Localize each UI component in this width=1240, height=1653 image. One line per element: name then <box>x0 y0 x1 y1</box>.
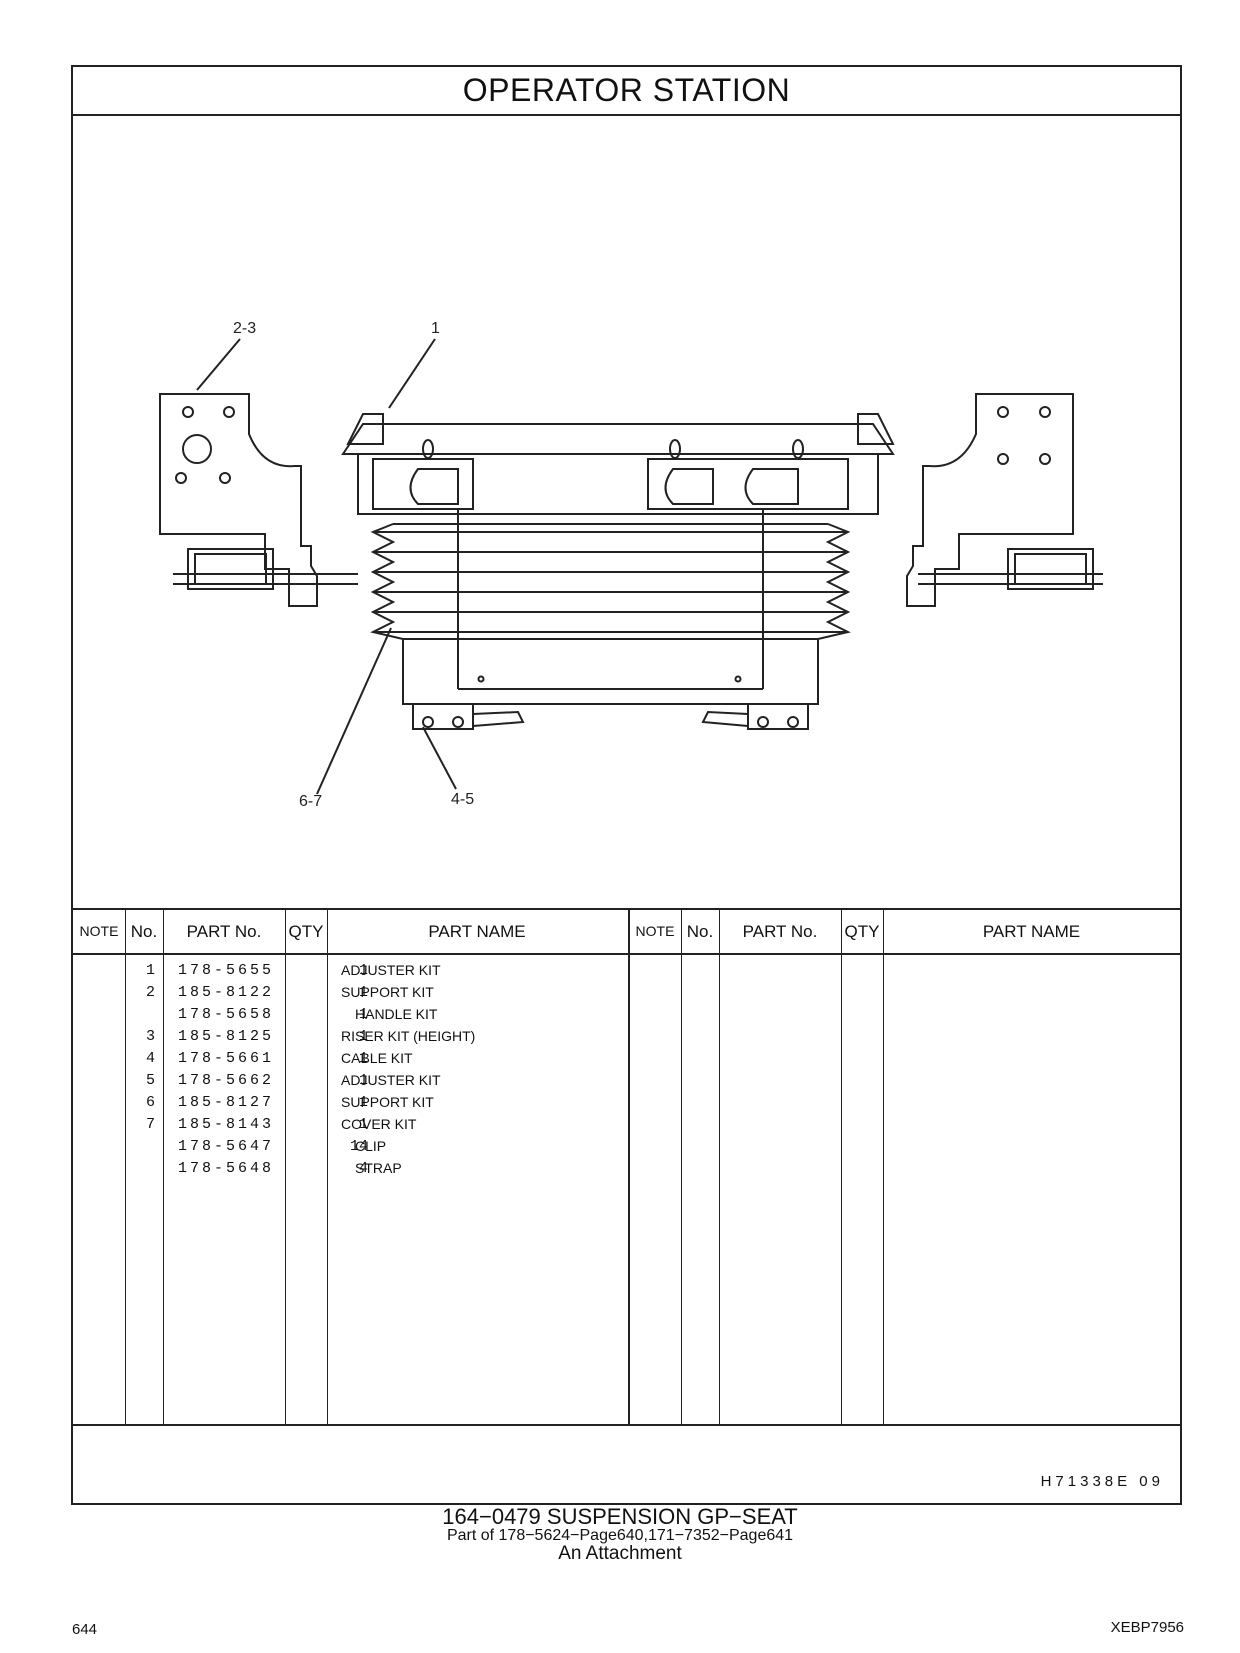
table-row: 2 185-8122 1 SUPPORT KIT <box>73 981 633 1004</box>
col-part-no: PART No. <box>186 922 262 941</box>
table-row: 1 178-5655 1 ADJUSTER KIT <box>73 959 633 982</box>
row-part-name: SUPPORT KIT <box>341 1094 434 1110</box>
row-qty: 1 <box>358 984 368 1001</box>
col-divider <box>628 908 630 1424</box>
col-divider <box>719 908 720 1424</box>
row-qty: 1 <box>358 962 368 979</box>
col-divider <box>327 908 328 1424</box>
row-part-no: 178-5662 <box>178 1072 275 1089</box>
part-of-reference: Part of 178−5624−Page640,171−7352−Page64… <box>446 1527 794 1544</box>
row-part-name: SUPPORT KIT <box>341 984 434 1000</box>
illustration-code: H71338E 09 <box>1040 1473 1164 1490</box>
parts-table-body: 1 178-5655 1 ADJUSTER KIT 2 185-8122 1 S… <box>73 955 1180 1492</box>
row-qty: 1 <box>358 1072 368 1089</box>
row-qty: 1 <box>358 1006 368 1023</box>
row-part-name: ADJUSTER KIT <box>341 1072 441 1088</box>
row-qty: 1 <box>358 1094 368 1111</box>
callout-6-7: 6-7 <box>299 793 322 810</box>
row-part-name: HANDLE KIT <box>355 1006 438 1022</box>
table-row: 5 178-5662 1 ADJUSTER KIT <box>73 1069 633 1092</box>
row-part-name: RISER KIT (HEIGHT) <box>341 1028 476 1044</box>
col-part-name-2: PART NAME <box>982 922 1081 941</box>
row-no: 3 <box>145 1028 155 1045</box>
row-no: 1 <box>145 962 155 979</box>
col-divider <box>125 908 126 1424</box>
row-no: 7 <box>145 1116 155 1133</box>
col-divider <box>681 908 682 1424</box>
attachment-label: An Attachment <box>558 1543 682 1564</box>
table-row: 178-5648 4 STRAP <box>73 1157 633 1180</box>
table-row: 7 185-8143 1 COVER KIT <box>73 1113 633 1136</box>
table-row: 6 185-8127 1 SUPPORT KIT <box>73 1091 633 1114</box>
col-part-name: PART NAME <box>428 922 526 941</box>
callout-2-3: 2-3 <box>233 320 256 337</box>
row-qty: 1 <box>358 1028 368 1045</box>
col-qty: QTY <box>288 922 324 941</box>
table-row: 178-5647 14 CLIP <box>73 1135 633 1158</box>
row-part-no: 178-5647 <box>178 1138 275 1155</box>
col-divider <box>285 908 286 1424</box>
row-qty: 1 <box>358 1116 368 1133</box>
row-part-name: COVER KIT <box>341 1116 417 1132</box>
row-no: 5 <box>145 1072 155 1089</box>
col-note-2: NOTE <box>635 923 675 939</box>
row-part-name: CLIP <box>355 1138 387 1154</box>
row-part-no: 178-5661 <box>178 1050 275 1067</box>
callout-1: 1 <box>431 320 440 337</box>
table-row: 4 178-5661 1 CABLE KIT <box>73 1047 633 1070</box>
row-part-no: 185-8127 <box>178 1094 275 1111</box>
row-part-name: STRAP <box>355 1160 402 1176</box>
row-part-no: 178-5655 <box>178 962 275 979</box>
row-part-no: 185-8125 <box>178 1028 275 1045</box>
row-part-no: 178-5658 <box>178 1006 275 1023</box>
suspension-seat-drawing: 2-3 1 6-7 4-5 <box>159 320 1103 810</box>
table-bottom-rule <box>73 1424 1180 1426</box>
col-note: NOTE <box>79 923 119 939</box>
page-number: 644 <box>72 1621 98 1638</box>
callout-4-5: 4-5 <box>451 791 474 808</box>
row-qty: 14 <box>349 1138 368 1155</box>
parts-page-frame: OPERATOR STATION <box>71 65 1182 1505</box>
col-qty-2: QTY <box>844 922 880 941</box>
col-part-no-2: PART No. <box>742 922 818 941</box>
row-part-no: 185-8143 <box>178 1116 275 1133</box>
row-no: 2 <box>145 984 155 1001</box>
row-part-name: ADJUSTER KIT <box>341 962 441 978</box>
table-row: 178-5658 1 HANDLE KIT <box>73 1003 633 1026</box>
row-part-no: 178-5648 <box>178 1160 275 1177</box>
col-divider <box>883 908 884 1424</box>
row-qty: 4 <box>358 1160 368 1177</box>
group-title: 164−0479 SUSPENSION GP−SEAT <box>442 1504 798 1529</box>
col-no: No. <box>130 922 158 941</box>
row-qty: 1 <box>358 1050 368 1067</box>
document-code: XEBP7956 <box>1110 1619 1184 1636</box>
row-part-no: 185-8122 <box>178 984 275 1001</box>
row-no: 6 <box>145 1094 155 1111</box>
col-divider <box>163 908 164 1424</box>
parts-table-header: NOTE No. PART No. QTY PART NAME NOTE No.… <box>73 908 1180 955</box>
row-no: 4 <box>145 1050 155 1067</box>
page-title: OPERATOR STATION <box>73 67 1180 116</box>
col-no-2: No. <box>686 922 714 941</box>
row-part-name: CABLE KIT <box>341 1050 413 1066</box>
table-row: 3 185-8125 1 RISER KIT (HEIGHT) <box>73 1025 633 1048</box>
col-divider <box>841 908 842 1424</box>
